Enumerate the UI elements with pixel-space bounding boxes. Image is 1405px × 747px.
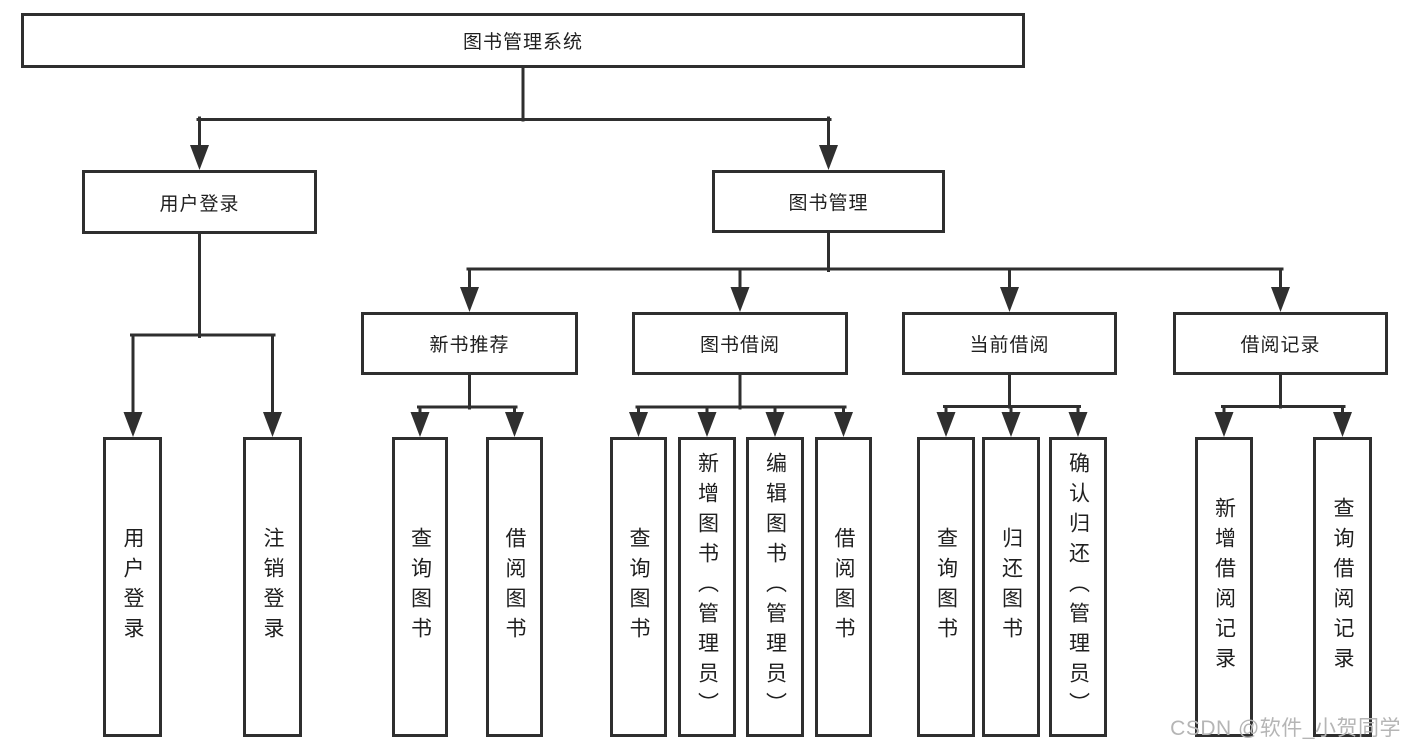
leaf-query-books-borrowing: 查询图书 xyxy=(610,437,667,737)
node-book-management-system: 图书管理系统 xyxy=(21,13,1025,68)
leaf-logout: 注销登录 xyxy=(243,437,302,737)
leaf-edit-book-admin: 编辑图书（管理员） xyxy=(746,437,804,737)
node-user-login: 用户登录 xyxy=(82,170,317,234)
leaf-add-book-admin: 新增图书（管理员） xyxy=(678,437,736,737)
watermark-text: CSDN @软件_小贺同学 xyxy=(1170,717,1401,740)
leaf-add-borrow-record: 新增借阅记录 xyxy=(1195,437,1253,737)
leaf-query-books-recommend: 查询图书 xyxy=(392,437,448,737)
leaf-query-borrow-record: 查询借阅记录 xyxy=(1313,437,1372,737)
leaf-query-books-current: 查询图书 xyxy=(917,437,975,737)
node-book-management: 图书管理 xyxy=(712,170,945,233)
arrowheads xyxy=(123,145,1352,437)
node-book-borrowing: 图书借阅 xyxy=(632,312,848,375)
leaf-user-login: 用户登录 xyxy=(103,437,162,737)
leaf-return-book: 归还图书 xyxy=(982,437,1040,737)
leaf-borrow-books-borrowing: 借阅图书 xyxy=(815,437,872,737)
node-new-book-recommendation: 新书推荐 xyxy=(361,312,578,375)
node-borrowing-records: 借阅记录 xyxy=(1173,312,1388,375)
leaf-confirm-return-admin: 确认归还（管理员） xyxy=(1049,437,1107,737)
leaf-borrow-books-recommend: 借阅图书 xyxy=(486,437,543,737)
node-current-borrowing: 当前借阅 xyxy=(902,312,1117,375)
